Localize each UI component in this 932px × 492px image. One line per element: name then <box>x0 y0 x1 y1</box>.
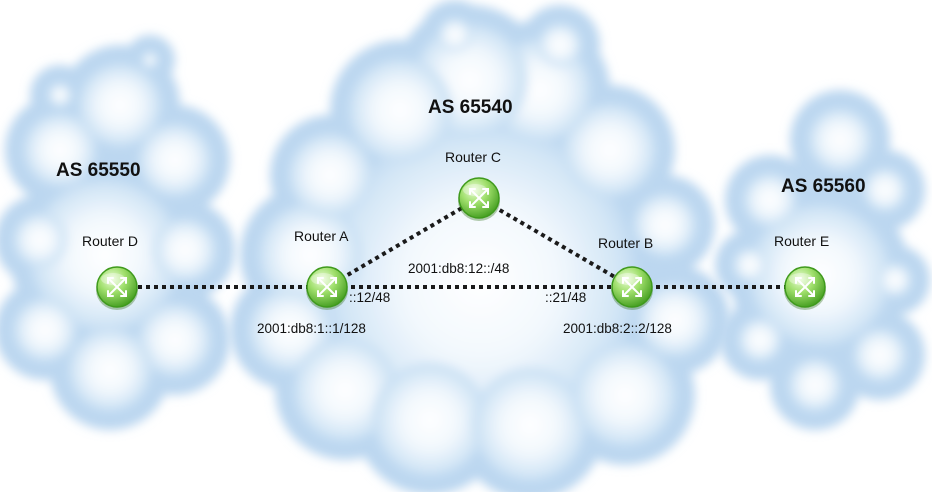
interface-label-b: ::21/48 <box>545 290 587 305</box>
cloud-puff-core <box>13 213 67 267</box>
router-e-icon[interactable] <box>784 266 826 310</box>
as-label-65540: AS 65540 <box>428 97 513 118</box>
cloud-puff-core <box>638 283 712 357</box>
cloud-puff-core <box>563 103 657 197</box>
cloud-puff-core <box>373 363 487 477</box>
cloud-puff-core <box>68 328 152 412</box>
cloud-puff-core <box>293 338 397 442</box>
cloud-as-65550 <box>0 35 235 430</box>
cloud-puff-core <box>633 193 697 257</box>
router-b-icon[interactable] <box>611 266 653 310</box>
router-label-a: Router A <box>294 228 349 244</box>
cloud-as-65560 <box>715 90 930 430</box>
cloud-as-65540 <box>230 0 730 492</box>
cloud-puff-core <box>863 168 907 212</box>
cloud-puff-core <box>788 358 842 412</box>
cloud-puff-core <box>853 328 907 382</box>
cloud-puff-core <box>138 303 212 377</box>
router-d-icon[interactable] <box>96 266 138 310</box>
router-label-b: Router B <box>598 235 654 251</box>
cloud-puff-core <box>153 218 217 282</box>
cloud-puff-core <box>23 113 97 187</box>
cloud-puff-core <box>138 123 212 197</box>
link-router-c-router-b <box>477 196 634 289</box>
cloud-puff-core <box>538 23 582 67</box>
cloud-puff-core <box>808 108 872 172</box>
router-label-e: Router E <box>774 233 830 249</box>
as-label-65550: AS 65550 <box>56 160 141 181</box>
cloud-puff-core <box>142 52 158 68</box>
cloud-puff-core <box>323 123 637 437</box>
cloud-puff-core <box>288 133 372 217</box>
cloud-puff-core <box>878 263 912 297</box>
link-router-a-router-c <box>325 196 481 289</box>
cloud-puff-core <box>348 58 452 162</box>
interface-label-a: ::12/48 <box>349 290 391 305</box>
cloud-puff-core <box>13 298 77 362</box>
as-label-65560: AS 65560 <box>781 176 866 197</box>
links-group <box>122 196 805 289</box>
cloud-puff-core <box>738 318 782 362</box>
cloud-puff-core <box>733 248 767 282</box>
router-a-icon[interactable] <box>306 266 348 310</box>
router-label-c: Router C <box>445 149 502 165</box>
router-label-d: Router D <box>82 233 139 249</box>
loopback-label-b: 2001:db8:2::2/128 <box>563 321 672 336</box>
loopback-label-a: 2001:db8:1::1/128 <box>257 321 366 336</box>
subnet-label-a-b: 2001:db8:12::/48 <box>408 261 510 276</box>
cloud-puff-core <box>438 18 472 52</box>
cloud-puff-core <box>28 178 182 332</box>
cloud-puff-core <box>48 83 72 107</box>
cloud-puff-core <box>473 368 587 482</box>
cloud-puff-core <box>78 63 162 147</box>
cloud-puff-core <box>743 173 797 227</box>
router-c-icon[interactable] <box>458 177 500 221</box>
cloud-puff-core <box>573 343 677 447</box>
